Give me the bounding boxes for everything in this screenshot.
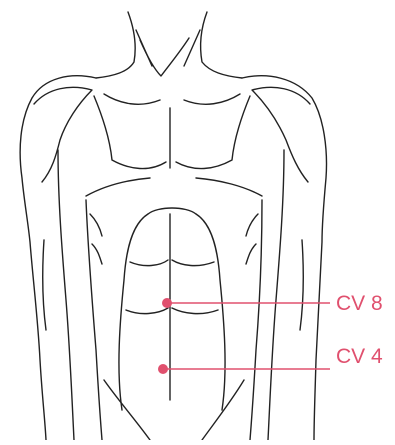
right-pectoral bbox=[176, 96, 250, 169]
neck-left bbox=[96, 12, 135, 78]
left-pec-lower bbox=[86, 178, 150, 196]
cv4-marker[interactable] bbox=[158, 364, 168, 374]
collar-left bbox=[104, 94, 160, 104]
left-pectoral bbox=[94, 96, 166, 169]
neck-muscle-right bbox=[184, 30, 200, 66]
right-torso-side bbox=[250, 200, 262, 440]
collar-right bbox=[184, 94, 240, 104]
serratus-left bbox=[90, 214, 102, 264]
abdomen-top bbox=[148, 208, 196, 214]
point-cv8: CV 8 bbox=[162, 292, 383, 315]
left-arm-detail bbox=[43, 240, 46, 330]
abs-row-2 bbox=[126, 308, 218, 314]
cv4-label: CV 4 bbox=[336, 345, 383, 368]
right-pec-lower bbox=[196, 178, 262, 196]
point-cv4: CV 4 bbox=[158, 345, 383, 374]
left-deltoid bbox=[34, 87, 92, 182]
right-deltoid bbox=[252, 87, 310, 182]
right-inner-arm bbox=[268, 150, 284, 440]
torso-outline bbox=[20, 12, 326, 440]
left-shoulder-arm bbox=[20, 76, 96, 440]
left-torso-side bbox=[86, 200, 102, 440]
abs-row-1 bbox=[130, 260, 214, 266]
right-arm-detail bbox=[300, 240, 303, 330]
pelvis-lines bbox=[104, 380, 244, 440]
cv8-label: CV 8 bbox=[336, 292, 383, 315]
neck-muscle-left bbox=[136, 30, 152, 66]
left-inner-arm bbox=[58, 150, 74, 440]
cv8-marker[interactable] bbox=[162, 298, 172, 308]
serratus-right bbox=[246, 214, 258, 264]
neck-right bbox=[201, 12, 242, 78]
right-shoulder-arm bbox=[242, 76, 326, 440]
